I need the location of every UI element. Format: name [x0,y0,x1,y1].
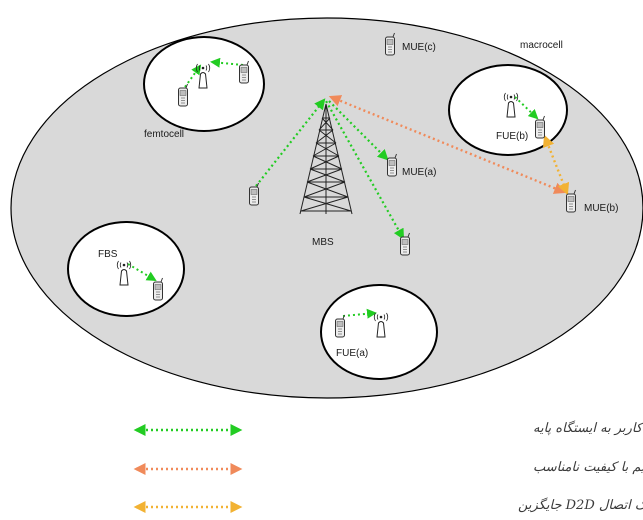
fue-a-label: FUE(a) [336,348,368,359]
poor-direct-link [328,95,567,194]
legend-text-d2d: لینک اتصال D2D جایگزین [518,497,643,513]
femtocell-label: femtocell [144,129,184,140]
legend: لینک اتصال کاربر به ایستگاه پایه لینک مس… [133,420,643,513]
mue-b-label: MUE(b) [584,203,618,214]
femtocell-left-fbs [67,221,185,317]
d2d-link [542,134,570,196]
mue-c-label: MUE(c) [402,42,436,53]
legend-text-user-bs: لینک اتصال کاربر به ایستگاه پایه [533,420,643,436]
mbs-label: MBS [312,237,334,248]
macrocell-label: macrocell [520,40,563,51]
fue-b-label: FUE(b) [496,131,528,142]
fbs-label: FBS [98,249,118,260]
legend-text-poor-direct: لینک مستقیم با کیفیت نامناسب [533,460,643,475]
femto-green-links [127,57,539,319]
mue-a-label: MUE(a) [402,167,436,178]
